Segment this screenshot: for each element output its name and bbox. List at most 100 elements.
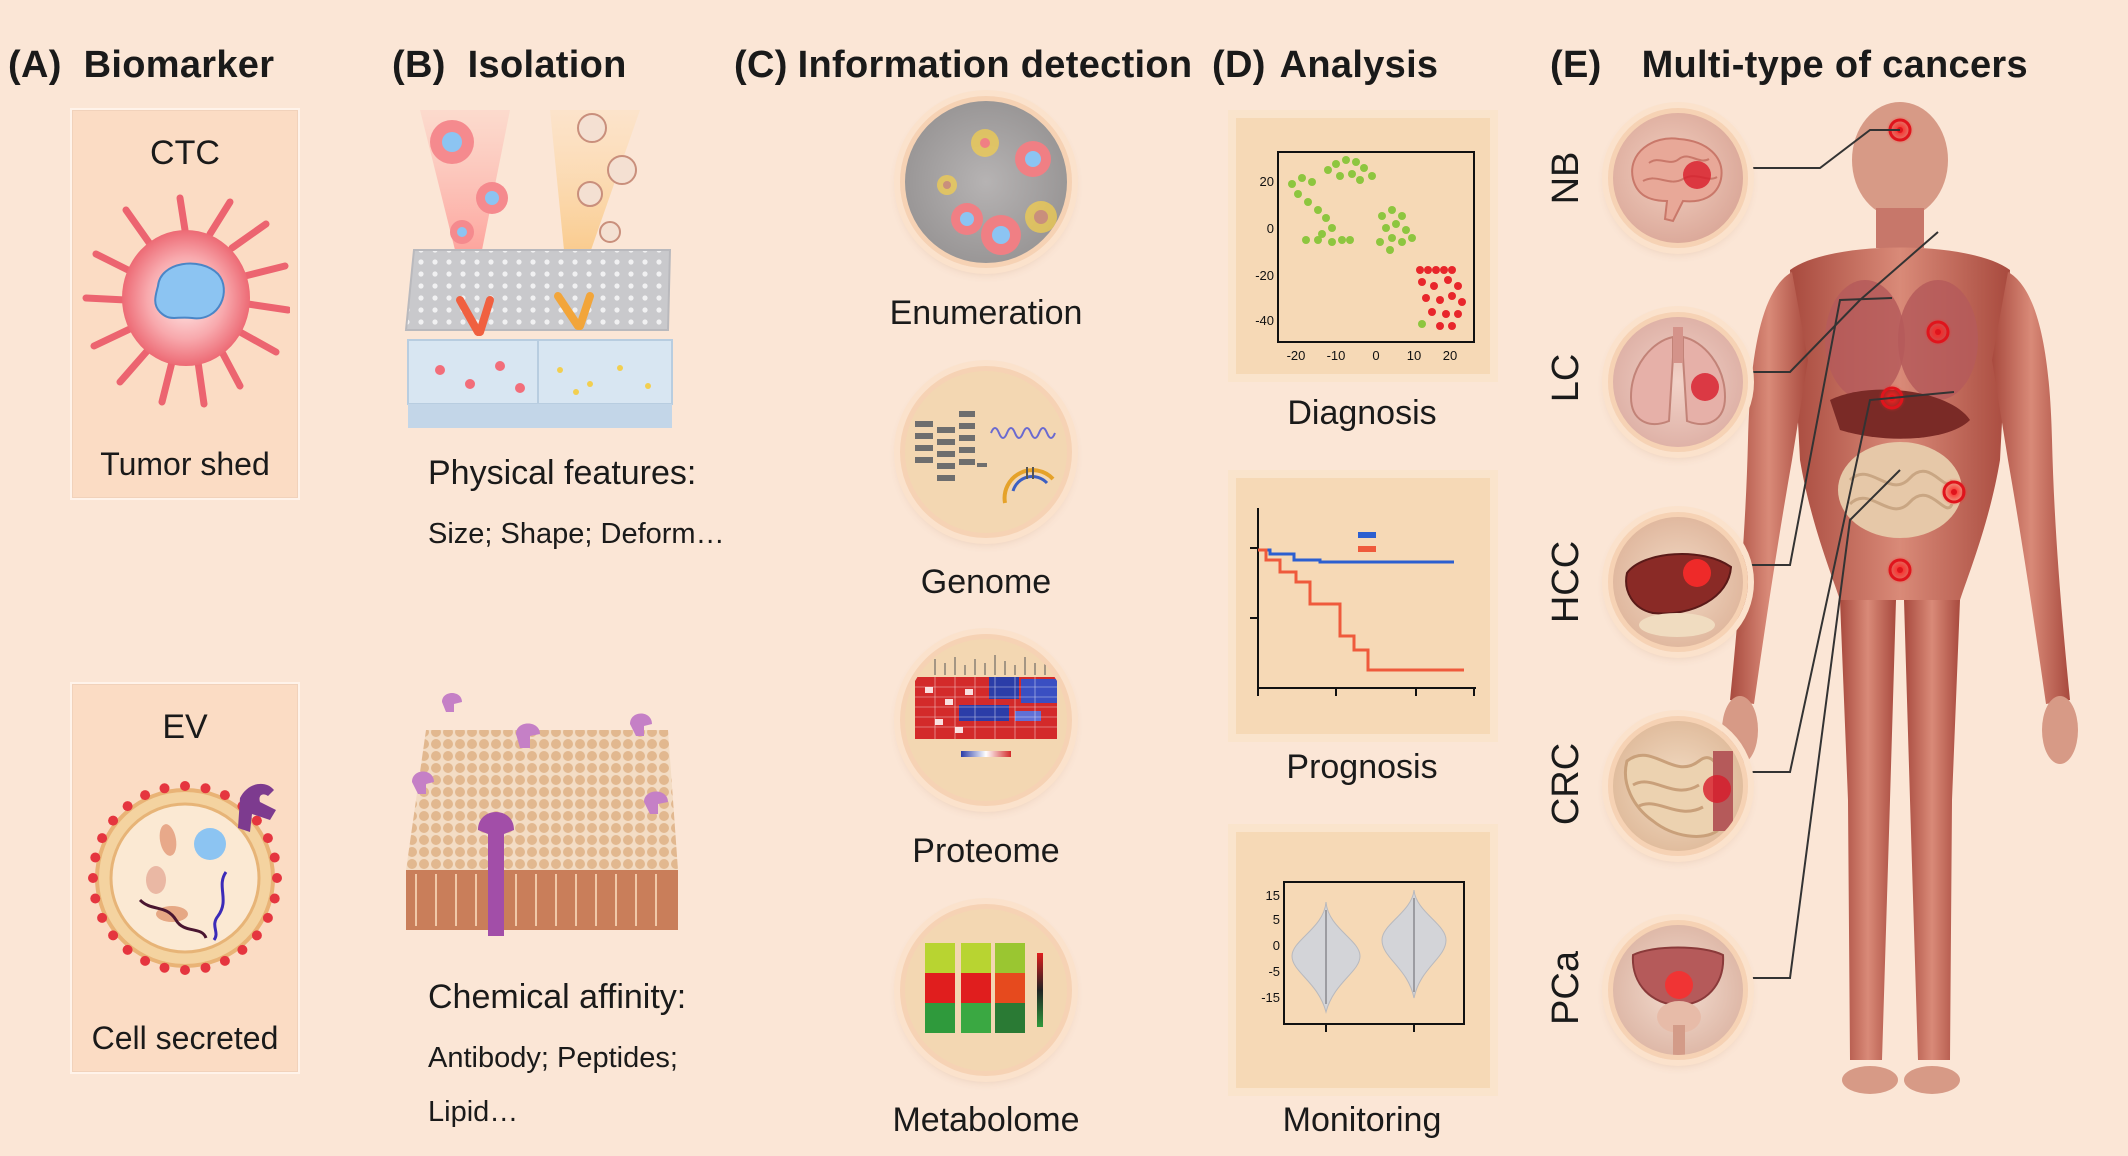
nb-label: NB	[1545, 151, 1587, 205]
genome-gel-icon	[915, 411, 1056, 504]
monitoring-ytick: 5	[1273, 912, 1280, 927]
physical-features-detail: Size; Shape; Deform…	[428, 518, 725, 550]
enumeration-circle	[900, 96, 1072, 268]
ev-vesicle-illustration	[88, 781, 282, 975]
ev-membrane-dot	[140, 955, 151, 966]
ev-membrane-dot	[262, 912, 273, 923]
ev-membrane-dot	[97, 912, 108, 923]
diagnosis-chart-box: 20 0 -20 -40 -20 -10 0 10 20	[1236, 118, 1490, 374]
ev-label: EV	[162, 708, 208, 746]
physical-features-title: Physical features:	[428, 454, 697, 492]
crc-label: CRC	[1545, 742, 1587, 826]
diagnosis-xtick: 20	[1443, 348, 1457, 363]
ev-membrane-dot	[159, 783, 170, 794]
ctc-cell-illustration	[82, 194, 290, 408]
monitoring-ytick: -5	[1268, 964, 1280, 979]
monitoring-ytick: -15	[1261, 990, 1280, 1005]
lc-label: LC	[1545, 353, 1587, 403]
ev-card: EV Cell secreted	[70, 682, 300, 1074]
liver-icon	[1625, 553, 1733, 637]
panel-b-header: (B)Isolation	[392, 44, 627, 87]
lc-organ-circle	[1608, 312, 1748, 452]
ev-membrane-dot	[88, 873, 98, 883]
ctc-label: CTC	[150, 134, 220, 172]
proteome-circle	[900, 634, 1072, 806]
panel-d-header: (D) Analysis	[1212, 44, 1438, 87]
physical-isolation-illustration	[404, 110, 673, 428]
connector-lines	[1750, 129, 1955, 979]
brain-icon	[1631, 137, 1723, 223]
monitoring-ytick: 15	[1266, 888, 1280, 903]
diagnosis-ytick: 20	[1260, 174, 1274, 189]
diagnosis-xtick: -20	[1287, 348, 1306, 363]
hcc-label: HCC	[1545, 540, 1587, 624]
ev-membrane-dot	[251, 930, 262, 941]
nb-organ-circle	[1608, 108, 1748, 248]
diagnosis-scatter-plot: 20 0 -20 -40 -20 -10 0 10 20	[1255, 151, 1475, 363]
ev-membrane-dot	[219, 790, 230, 801]
ev-membrane-dot	[269, 852, 280, 863]
ev-membrane-dot	[200, 783, 211, 794]
genome-label: Genome	[920, 563, 1052, 601]
genome-circle	[900, 366, 1072, 538]
lungs-icon	[1629, 327, 1727, 425]
ev-membrane-dot	[108, 930, 119, 941]
ev-membrane-dot	[90, 893, 101, 904]
panel-e-header: (E)Multi-type of cancers	[1550, 44, 2028, 87]
colon-icon	[1624, 751, 1733, 838]
enumeration-label: Enumeration	[889, 294, 1083, 332]
pca-label: PCa	[1545, 951, 1587, 1025]
panel-d-title: Analysis	[1279, 44, 1439, 86]
ctc-card: CTC Tumor shed	[70, 108, 300, 500]
metabolome-heatmap-icon	[925, 943, 1043, 1033]
ev-membrane-dot	[90, 852, 101, 863]
monitoring-label: Monitoring	[1282, 1101, 1442, 1139]
ctc-description: Tumor shed	[100, 446, 270, 482]
ev-membrane-dot	[159, 962, 170, 973]
diagnosis-ytick: -40	[1255, 313, 1274, 328]
ctc-nucleus	[154, 262, 225, 320]
ev-membrane-dot	[122, 801, 133, 812]
panel-c-letter: (C)	[734, 44, 788, 86]
ev-membrane-dot	[140, 790, 151, 801]
crc-organ-circle	[1608, 716, 1748, 856]
ev-membrane-dot	[269, 893, 280, 904]
metabolome-label: Metabolome	[892, 1101, 1080, 1139]
chemical-affinity-detail-2: Lipid…	[428, 1096, 519, 1128]
chemical-affinity-title: Chemical affinity:	[428, 978, 687, 1016]
diagnosis-xtick: 0	[1372, 348, 1379, 363]
panel-c-title: Information detection	[797, 44, 1193, 86]
diagnosis-label: Diagnosis	[1287, 394, 1437, 432]
ev-membrane-dot	[180, 781, 190, 791]
enumeration-cells-icon	[937, 129, 1057, 255]
diagnosis-ytick: -20	[1255, 268, 1274, 283]
ev-membrane-dot	[237, 944, 248, 955]
pca-organ-circle	[1608, 920, 1748, 1060]
ev-membrane-dot	[272, 873, 282, 883]
ev-membrane-dot	[108, 815, 119, 826]
panel-a-title: Biomarker	[83, 44, 275, 86]
chemical-affinity-illustration	[406, 693, 678, 936]
monitoring-violin-plot: 15 5 0 -5 -15	[1261, 881, 1465, 1032]
panel-e-title: Multi-type of cancers	[1641, 44, 2028, 86]
ev-membrane-dot	[200, 962, 211, 973]
diagnosis-xtick: -10	[1327, 348, 1346, 363]
diagnosis-ytick: 0	[1267, 221, 1274, 236]
ev-membrane-dot	[122, 944, 133, 955]
diagnosis-xtick: 10	[1407, 348, 1421, 363]
panel-a-letter: (A)	[8, 44, 62, 86]
ev-membrane-dot	[251, 815, 262, 826]
panel-a-header: (A) Biomarker	[8, 44, 274, 87]
panel-b-title: Isolation	[467, 44, 627, 86]
monitoring-ytick: 0	[1273, 938, 1280, 953]
panel-d-letter: (D)	[1212, 44, 1266, 86]
proteome-heatmap-icon	[915, 655, 1057, 757]
monitoring-chart-box: 15 5 0 -5 -15	[1236, 832, 1490, 1088]
prognosis-label: Prognosis	[1286, 748, 1438, 786]
panel-c-header: (C)Information detection	[734, 44, 1192, 87]
prostate-icon	[1631, 946, 1725, 1055]
proteome-label: Proteome	[912, 832, 1060, 870]
prognosis-survival-plot	[1250, 508, 1476, 696]
ev-membrane-dot	[219, 955, 230, 966]
metabolome-circle	[900, 904, 1072, 1076]
